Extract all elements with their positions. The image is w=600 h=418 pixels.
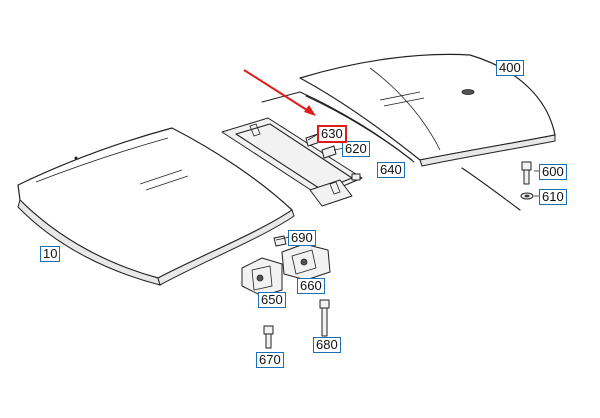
callout-600[interactable]: 600 [539,164,567,180]
callout-400[interactable]: 400 [496,60,524,76]
callout-610[interactable]: 610 [539,189,567,205]
roof-panel-400[interactable] [299,53,556,167]
roof-panel-10[interactable] [17,127,295,286]
bracket-660[interactable] [281,243,331,281]
clip-690[interactable] [273,235,287,247]
callout-650[interactable]: 650 [258,292,286,308]
callout-620[interactable]: 620 [342,141,370,157]
callout-670[interactable]: 670 [256,352,284,368]
callout-690[interactable]: 690 [288,230,316,246]
frame-620[interactable] [221,117,363,207]
screw-670[interactable] [263,325,274,349]
bolt-600[interactable] [521,161,532,185]
callout-630[interactable]: 630 [317,125,347,143]
callout-680[interactable]: 680 [313,337,341,353]
washer-610[interactable] [520,192,534,200]
bracket-650[interactable] [241,257,283,297]
callout-640[interactable]: 640 [377,162,405,178]
red-pointer-arrow [243,69,316,116]
screw-680[interactable] [319,299,330,337]
callout-10[interactable]: 10 [40,246,61,262]
callout-660[interactable]: 660 [297,278,325,294]
seal-strip-640[interactable] [261,91,521,211]
